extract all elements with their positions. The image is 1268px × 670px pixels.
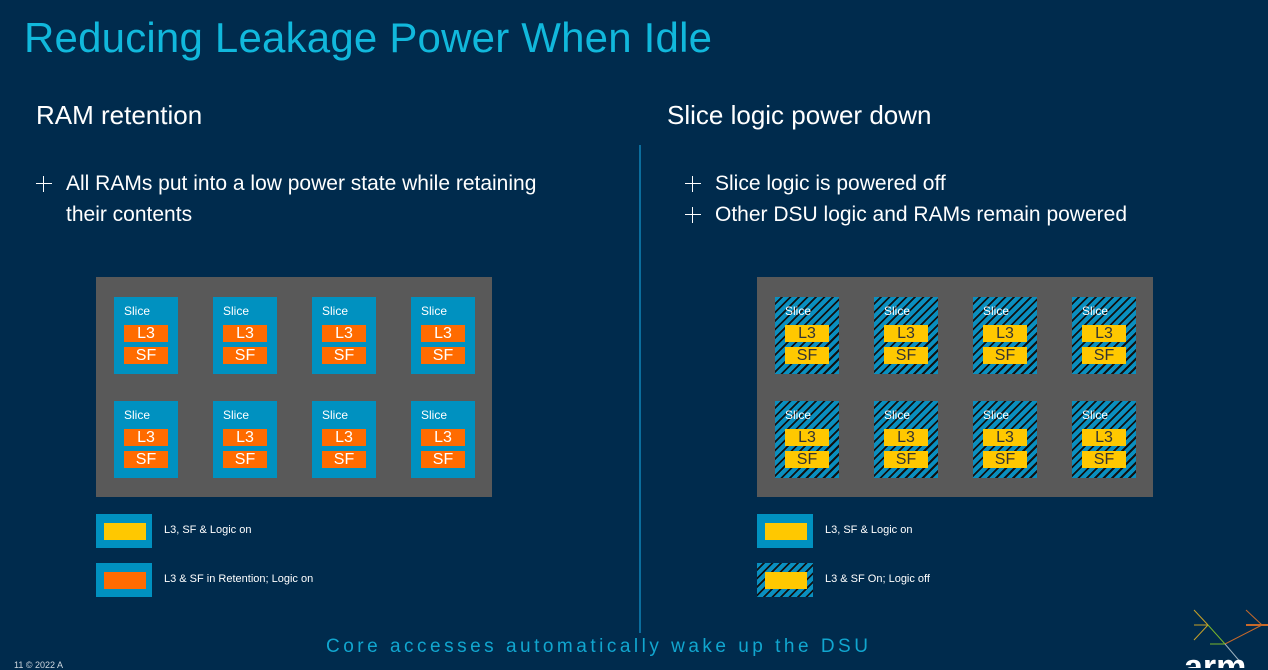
legend-label: L3, SF & Logic on	[825, 524, 913, 536]
snoop-filter-block: SF	[421, 451, 465, 468]
slice-label: Slice	[785, 408, 812, 422]
slide-title: Reducing Leakage Power When Idle	[24, 14, 713, 61]
snoop-filter-block: SF	[785, 347, 829, 364]
legend-swatch-logic-off	[757, 563, 813, 597]
l3-cache-block: L3	[223, 429, 267, 446]
l3-cache-block: L3	[421, 325, 465, 342]
arm-wordmark: arm	[1184, 648, 1246, 668]
l3-cache-block: L3	[884, 429, 928, 446]
snoop-filter-block: SF	[884, 347, 928, 364]
slice-label: Slice	[223, 408, 250, 422]
snoop-filter-block: SF	[124, 451, 168, 468]
arm-arrows-icon	[1193, 609, 1268, 665]
slice-label: Slice	[884, 304, 911, 318]
l3-cache-block: L3	[1082, 429, 1126, 446]
right-bullet-list: Slice logic is powered off Other DSU log…	[685, 168, 1245, 230]
left-bullet-list: All RAMs put into a low power state whil…	[36, 168, 556, 230]
l3-cache-block: L3	[983, 429, 1027, 446]
legend-label: L3 & SF in Retention; Logic on	[164, 573, 314, 585]
bullet-item: All RAMs put into a low power state whil…	[36, 168, 556, 230]
slice-label: Slice	[884, 408, 911, 422]
slice-label: Slice	[421, 304, 448, 318]
left-heading: RAM retention	[36, 100, 203, 130]
arm-logo: arm	[1184, 609, 1268, 668]
l3-cache-block: L3	[421, 429, 465, 446]
l3-cache-block: L3	[223, 325, 267, 342]
snoop-filter-block: SF	[223, 451, 267, 468]
slice-label: Slice	[124, 304, 151, 318]
slice-label: Slice	[983, 304, 1010, 318]
l3-cache-block: L3	[1082, 325, 1126, 342]
l3-cache-block: L3	[322, 325, 366, 342]
slice-label: Slice	[785, 304, 812, 318]
snoop-filter-block: SF	[322, 451, 366, 468]
slice-label: Slice	[322, 304, 349, 318]
legend-label: L3, SF & Logic on	[164, 524, 252, 536]
legend-swatch-on	[757, 514, 813, 548]
l3-cache-block: L3	[785, 325, 829, 342]
snoop-filter-block: SF	[1082, 451, 1126, 468]
footer-copyright: 11 © 2022 A	[14, 660, 64, 670]
bullet-item: Other DSU logic and RAMs remain powered	[685, 199, 1245, 230]
snoop-filter-block: SF	[983, 451, 1027, 468]
snoop-filter-block: SF	[785, 451, 829, 468]
bullet-text: Slice logic is powered off	[715, 172, 946, 195]
slice-label: Slice	[124, 408, 151, 422]
legend-label: L3 & SF On; Logic off	[825, 573, 930, 585]
slice-label: Slice	[983, 408, 1010, 422]
right-heading: Slice logic power down	[667, 100, 932, 130]
snoop-filter-block: SF	[223, 347, 267, 364]
bullet-text: Other DSU logic and RAMs remain powered	[715, 203, 1128, 226]
legend-swatch-retention	[96, 563, 152, 597]
slice-label: Slice	[223, 304, 250, 318]
l3-cache-block: L3	[884, 325, 928, 342]
slice-label: Slice	[322, 408, 349, 422]
l3-cache-block: L3	[785, 429, 829, 446]
column-divider	[639, 145, 641, 633]
l3-cache-block: L3	[322, 429, 366, 446]
snoop-filter-block: SF	[421, 347, 465, 364]
snoop-filter-block: SF	[884, 451, 928, 468]
slice-label: Slice	[1082, 304, 1109, 318]
slice-label: Slice	[421, 408, 448, 422]
plus-bullet-icon	[685, 176, 701, 192]
plus-bullet-icon	[36, 176, 52, 192]
slice-label: Slice	[1082, 408, 1109, 422]
snoop-filter-block: SF	[983, 347, 1027, 364]
snoop-filter-block: SF	[322, 347, 366, 364]
snoop-filter-block: SF	[124, 347, 168, 364]
plus-bullet-icon	[685, 207, 701, 223]
tagline: Core accesses automatically wake up the …	[326, 636, 872, 657]
snoop-filter-block: SF	[1082, 347, 1126, 364]
l3-cache-block: L3	[124, 325, 168, 342]
l3-cache-block: L3	[124, 429, 168, 446]
legend-swatch-on	[96, 514, 152, 548]
l3-cache-block: L3	[983, 325, 1027, 342]
bullet-text: All RAMs put into a low power state whil…	[66, 172, 537, 226]
bullet-item: Slice logic is powered off	[685, 168, 1245, 199]
